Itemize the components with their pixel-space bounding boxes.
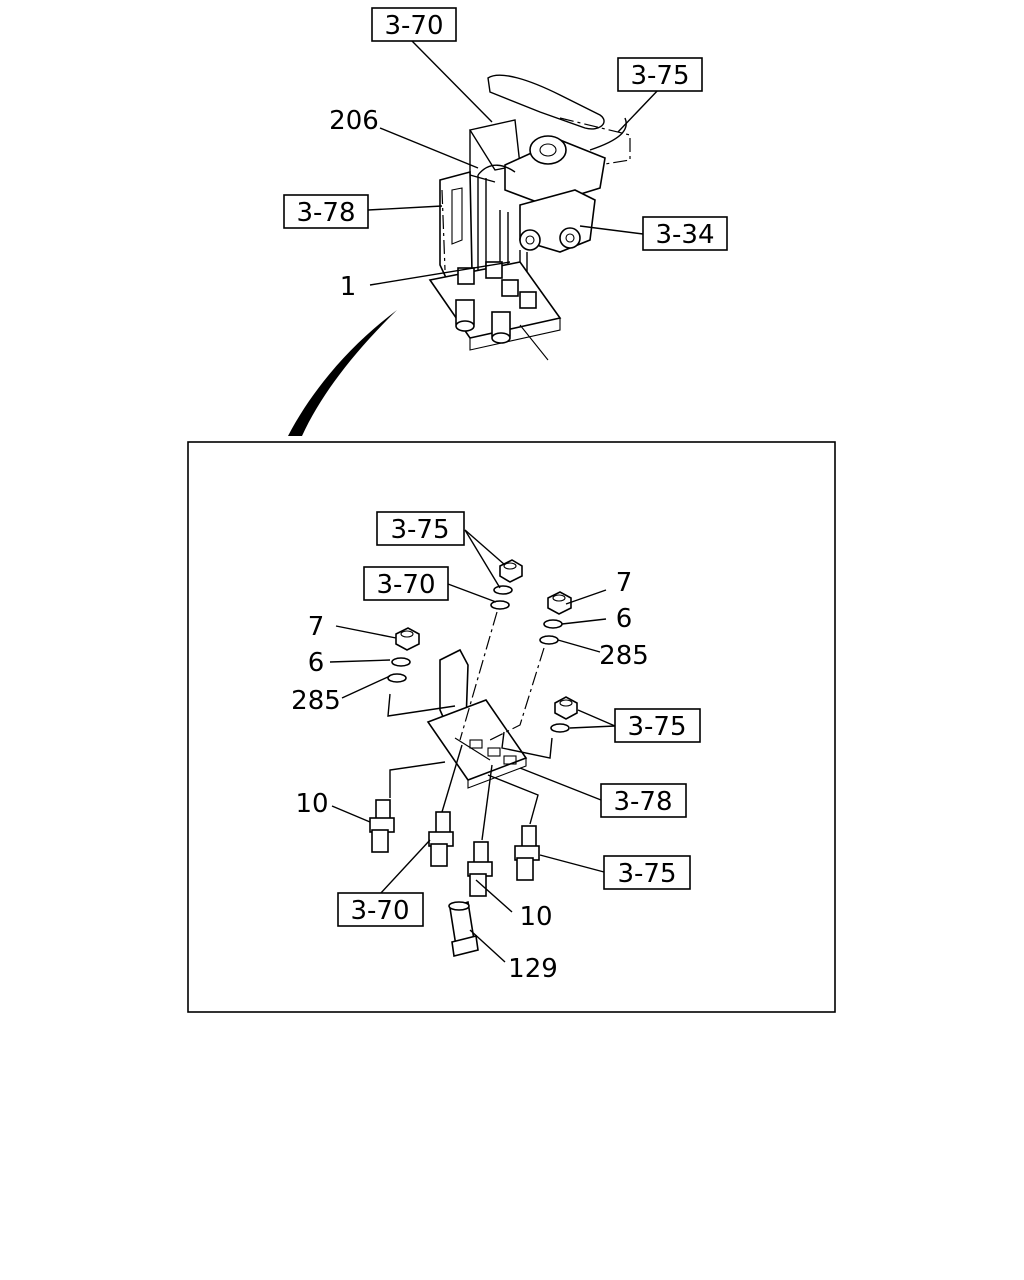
top-leader-lines — [367, 40, 661, 286]
ref-box-3-75-top[interactable]: 3-75 — [617, 57, 703, 92]
svg-text:3-78: 3-78 — [296, 198, 355, 228]
svg-text:3-75: 3-75 — [390, 515, 449, 545]
part-label-10-left: 10 — [295, 789, 328, 819]
svg-text:3-70: 3-70 — [350, 896, 409, 926]
detail-frame — [187, 441, 836, 1013]
part-label-6-left: 6 — [308, 648, 325, 678]
part-label-6-right: 6 — [616, 604, 633, 634]
part-label-285-left: 285 — [291, 686, 341, 716]
part-label-285-right: 285 — [599, 641, 649, 671]
svg-text:3-70: 3-70 — [376, 570, 435, 600]
ref-box-3-78-detail[interactable]: 3-78 — [600, 783, 687, 818]
part-label-10-bottom: 10 — [519, 902, 552, 932]
ref-box-3-75-detail-mid[interactable]: 3-75 — [614, 708, 701, 743]
svg-text:3-78: 3-78 — [613, 787, 672, 817]
svg-text:3-75: 3-75 — [617, 859, 676, 889]
ref-box-3-70-detail-bottom[interactable]: 3-70 — [337, 892, 424, 927]
ref-box-3-70-detail-top[interactable]: 3-70 — [363, 566, 449, 601]
ref-box-3-78-top[interactable]: 3-78 — [283, 194, 369, 229]
svg-text:3-75: 3-75 — [630, 61, 689, 91]
detail-callout-arrow — [288, 310, 397, 436]
ref-box-3-70-top[interactable]: 3-70 — [371, 7, 457, 42]
part-label-7-right: 7 — [616, 568, 633, 598]
part-label-1: 1 — [340, 272, 357, 302]
detail-leader-lines — [329, 529, 616, 963]
ref-box-3-75-detail-top[interactable]: 3-75 — [376, 511, 465, 546]
svg-text:3-34: 3-34 — [655, 220, 714, 250]
valve-assembly-illustration — [428, 74, 631, 361]
svg-text:3-75: 3-75 — [627, 712, 686, 742]
part-label-206: 206 — [329, 106, 379, 136]
part-label-7-left: 7 — [308, 612, 325, 642]
svg-text:3-70: 3-70 — [384, 11, 443, 41]
exploded-view-illustration — [369, 559, 578, 957]
part-label-129: 129 — [508, 954, 558, 984]
ref-box-3-75-detail-bottom[interactable]: 3-75 — [603, 855, 691, 890]
ref-box-3-34-top[interactable]: 3-34 — [642, 216, 728, 251]
